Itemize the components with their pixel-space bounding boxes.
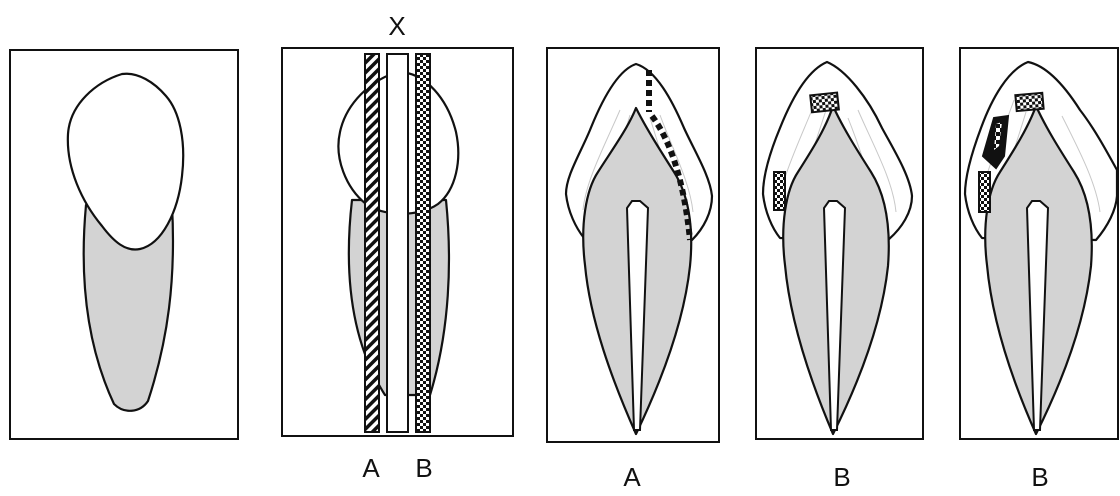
panel-4-block-side <box>774 172 785 210</box>
panel-1-tooth-exterior <box>10 50 238 439</box>
label-x: X <box>388 11 405 41</box>
label-panel-4: B <box>833 462 850 492</box>
panel-4-longitudinal-section: B <box>756 48 923 492</box>
strip-b-checkered <box>416 54 430 432</box>
strip-x-plain <box>387 54 408 432</box>
strip-a-hatched <box>365 54 379 432</box>
label-strip-b: B <box>415 453 432 483</box>
panel-5-block-top <box>1015 93 1043 111</box>
panel-5-block-side <box>979 172 990 212</box>
panel-5-longitudinal-section: B <box>960 48 1118 492</box>
panel-3-longitudinal-section: A <box>547 48 719 492</box>
panel-2-section-strips: X A B <box>282 11 513 483</box>
label-panel-5: B <box>1031 462 1048 492</box>
label-strip-a: A <box>362 453 380 483</box>
label-panel-3: A <box>623 462 641 492</box>
panel-4-block-top <box>810 93 839 113</box>
